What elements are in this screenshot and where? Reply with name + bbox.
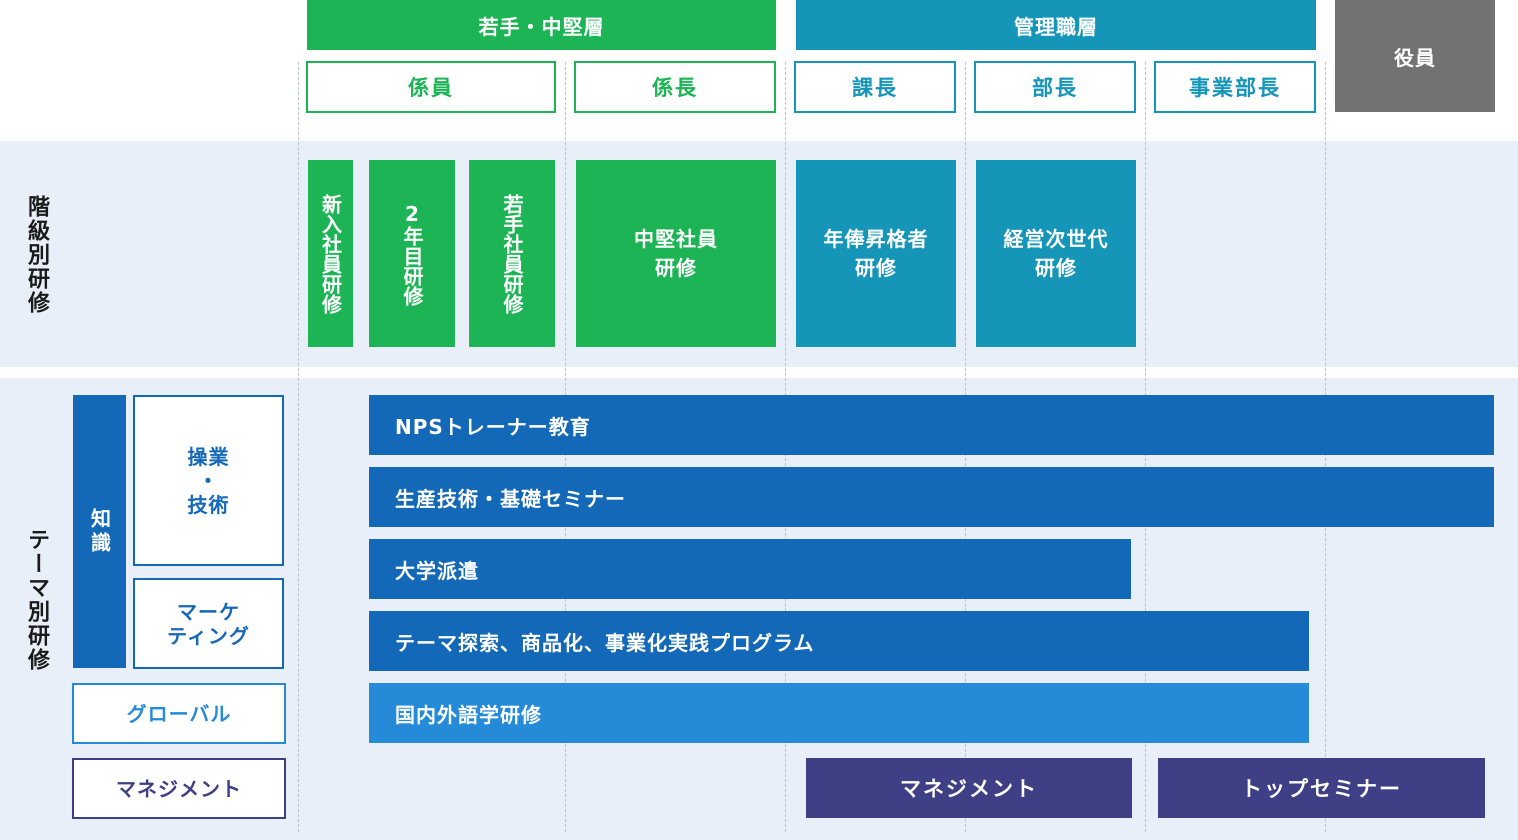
position-division-manager: 事業部長 — [1154, 61, 1316, 113]
cell-new-employee-label: 新入社員研修 — [318, 193, 343, 314]
label-global: グローバル — [72, 683, 286, 744]
label-operations-line2: 技術 — [187, 492, 230, 517]
cell-next-gen-management-training: 経営次世代 研修 — [976, 160, 1136, 347]
label-knowledge: 知識 — [73, 395, 126, 668]
cell-new-employee-training: 新入社員研修 — [308, 160, 353, 347]
grid-line — [298, 62, 299, 832]
label-marketing: マーケ ティング — [133, 578, 284, 669]
position-department-manager: 部長 — [974, 61, 1136, 113]
section-rank-training-label: 階級別研修 — [24, 195, 49, 315]
cell-second-year-training: 2年目研修 — [369, 160, 455, 347]
cell-annual-promotion-training: 年俸昇格者 研修 — [796, 160, 956, 347]
header-management: 管理職層 — [796, 0, 1316, 50]
cell-annual-promotion-line2: 研修 — [855, 255, 897, 280]
section-theme-training: テーマ別研修 — [15, 500, 57, 700]
label-management: マネジメント — [72, 758, 286, 819]
cell-next-gen-line2: 研修 — [1035, 255, 1077, 280]
label-operations-line1: 操業 — [187, 444, 230, 469]
section-theme-training-label: テーマ別研修 — [24, 528, 49, 672]
cell-mid-employee-line1: 中堅社員 — [634, 226, 718, 251]
position-section-manager: 課長 — [794, 61, 956, 113]
position-chief: 係長 — [574, 61, 776, 113]
bar-management: マネジメント — [806, 758, 1132, 818]
bar-university-dispatch: 大学派遣 — [369, 539, 1131, 599]
bar-nps-trainer-education: NPSトレーナー教育 — [369, 395, 1494, 455]
bar-language-training: 国内外語学研修 — [369, 683, 1309, 743]
label-marketing-line2: ティング — [167, 623, 250, 648]
label-marketing-line1: マーケ — [177, 599, 240, 624]
cell-young-employee-label: 若手社員研修 — [500, 193, 524, 314]
cell-next-gen-line1: 経営次世代 — [1003, 226, 1109, 251]
position-staff: 係員 — [306, 61, 556, 113]
bar-production-tech-seminar: 生産技術・基礎セミナー — [369, 467, 1494, 527]
bar-theme-exploration-program: テーマ探索、商品化、事業化実践プログラム — [369, 611, 1309, 671]
section-rank-training: 階級別研修 — [15, 160, 57, 350]
cell-young-employee-training: 若手社員研修 — [469, 160, 555, 347]
cell-annual-promotion-line1: 年俸昇格者 — [823, 226, 929, 251]
label-knowledge-text: 知識 — [87, 507, 112, 556]
label-operations-technology: 操業 ・ 技術 — [133, 395, 284, 566]
cell-second-year-label: 2年目研修 — [400, 201, 424, 306]
cell-mid-employee-line2: 研修 — [655, 255, 697, 280]
header-young-mid: 若手・中堅層 — [307, 0, 776, 50]
cell-mid-employee-training: 中堅社員 研修 — [576, 160, 776, 347]
header-executive: 役員 — [1335, 0, 1495, 112]
bar-top-seminar: トップセミナー — [1158, 758, 1485, 818]
label-operations-dot: ・ — [198, 468, 219, 493]
